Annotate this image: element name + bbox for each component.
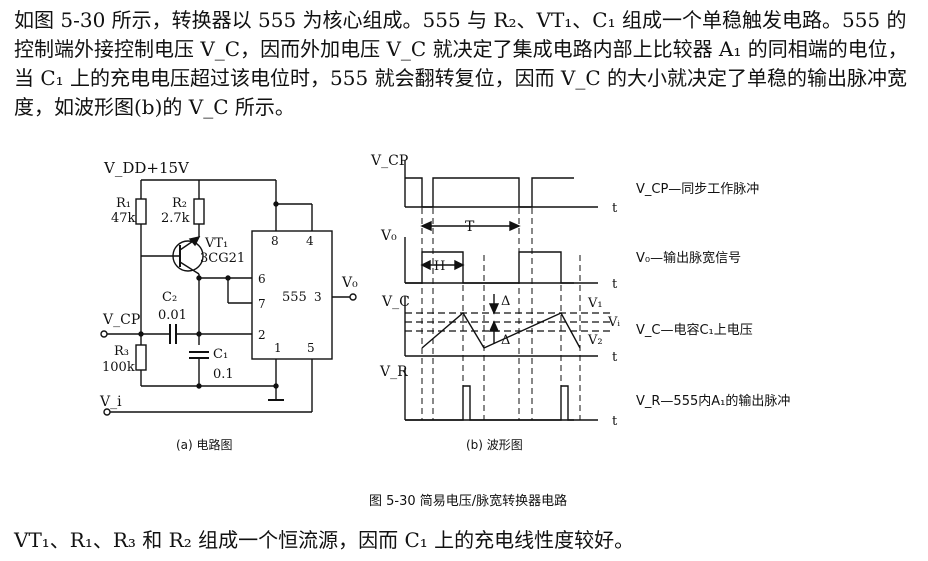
ic-555: [251, 230, 333, 360]
resistor-r2: [193, 198, 205, 225]
paragraph-intro: 如图 5-30 所示，转换器以 555 为核心组成。555 与 R₂、VT₁、C…: [14, 8, 908, 119]
label-period-T: T: [465, 219, 475, 235]
label-vcp: V_CP: [102, 312, 140, 328]
label-vdd: V_DD+15V: [103, 159, 190, 177]
label-c2-value: 0.01: [158, 308, 187, 323]
resistor-r3: [135, 344, 147, 371]
ic-label: 555: [282, 290, 307, 305]
pin-8: 8: [271, 234, 279, 248]
label-r3-value: 100k: [102, 360, 135, 375]
label-pulse-H: H: [434, 259, 445, 274]
label-vt1: VT₁: [204, 236, 228, 251]
legend-vcp: V_CP—同步工作脉冲: [636, 182, 759, 197]
circuit-diagram: V_DD+15V R₁ 47k R₂ 2.7k VT₁ 3CG21 C₂ 0.0…: [99, 159, 358, 452]
label-vo: V₀: [341, 275, 358, 291]
label-c2: C₂: [162, 290, 177, 305]
wave-label-vc: V_C: [381, 294, 410, 310]
label-r1: R₁: [116, 196, 131, 211]
wave-label-vcp: V_CP: [370, 153, 408, 169]
vi-terminal: [103, 408, 111, 416]
pin-3: 3: [314, 290, 322, 304]
label-c1: C₁: [213, 347, 228, 362]
label-delta-top: Δ: [501, 294, 510, 309]
figure-caption: 图 5-30 简易电压/脉宽转换器电路: [369, 493, 567, 509]
resistor-r1: [135, 198, 147, 225]
pin-6: 6: [258, 272, 266, 286]
label-r3: R₃: [114, 344, 129, 359]
paragraph-conclusion: VT₁、R₁、R₃ 和 R₂ 组成一个恒流源，因而 C₁ 上的充电线性度较好。: [14, 528, 635, 552]
waveform-diagram: V_CP t V_CP—同步工作脉冲 T H V₀ t V₀—输出脉宽信号 Δ: [370, 153, 790, 452]
pin-5: 5: [307, 341, 315, 355]
label-v2: V₂: [587, 333, 603, 348]
wave-label-v0: V₀: [380, 228, 397, 244]
pin-1: 1: [274, 341, 282, 355]
wave-t-vr: t: [612, 414, 618, 429]
wave-t-v0: t: [612, 277, 618, 292]
label-delta-bottom: Δ: [501, 333, 510, 348]
pin-4: 4: [306, 234, 314, 248]
wave-label-vr: V_R: [379, 364, 408, 380]
label-vi: V_i: [99, 394, 122, 410]
label-vt1-model: 3CG21: [200, 251, 245, 266]
caption-circuit: (a) 电路图: [176, 437, 233, 452]
pin-2: 2: [258, 328, 266, 342]
pin-7: 7: [258, 297, 266, 311]
label-r2-value: 2.7k: [161, 211, 190, 226]
legend-vc: V_C—电容C₁上电压: [636, 322, 753, 338]
label-vi-level: Vᵢ: [607, 315, 620, 330]
output-terminal: [349, 293, 357, 301]
wave-t-vcp: t: [612, 201, 618, 216]
legend-v0: V₀—输出脉宽信号: [636, 250, 741, 266]
legend-vr: V_R—555内A₁的输出脉冲: [636, 393, 790, 409]
wave-t-vc: t: [612, 350, 618, 365]
vcp-terminal: [100, 330, 108, 338]
label-v1: V₁: [587, 296, 603, 311]
caption-waveform: (b) 波形图: [466, 438, 523, 452]
label-r1-value: 47k: [111, 211, 136, 226]
label-r2: R₂: [172, 196, 187, 211]
label-c1-value: 0.1: [213, 367, 234, 382]
